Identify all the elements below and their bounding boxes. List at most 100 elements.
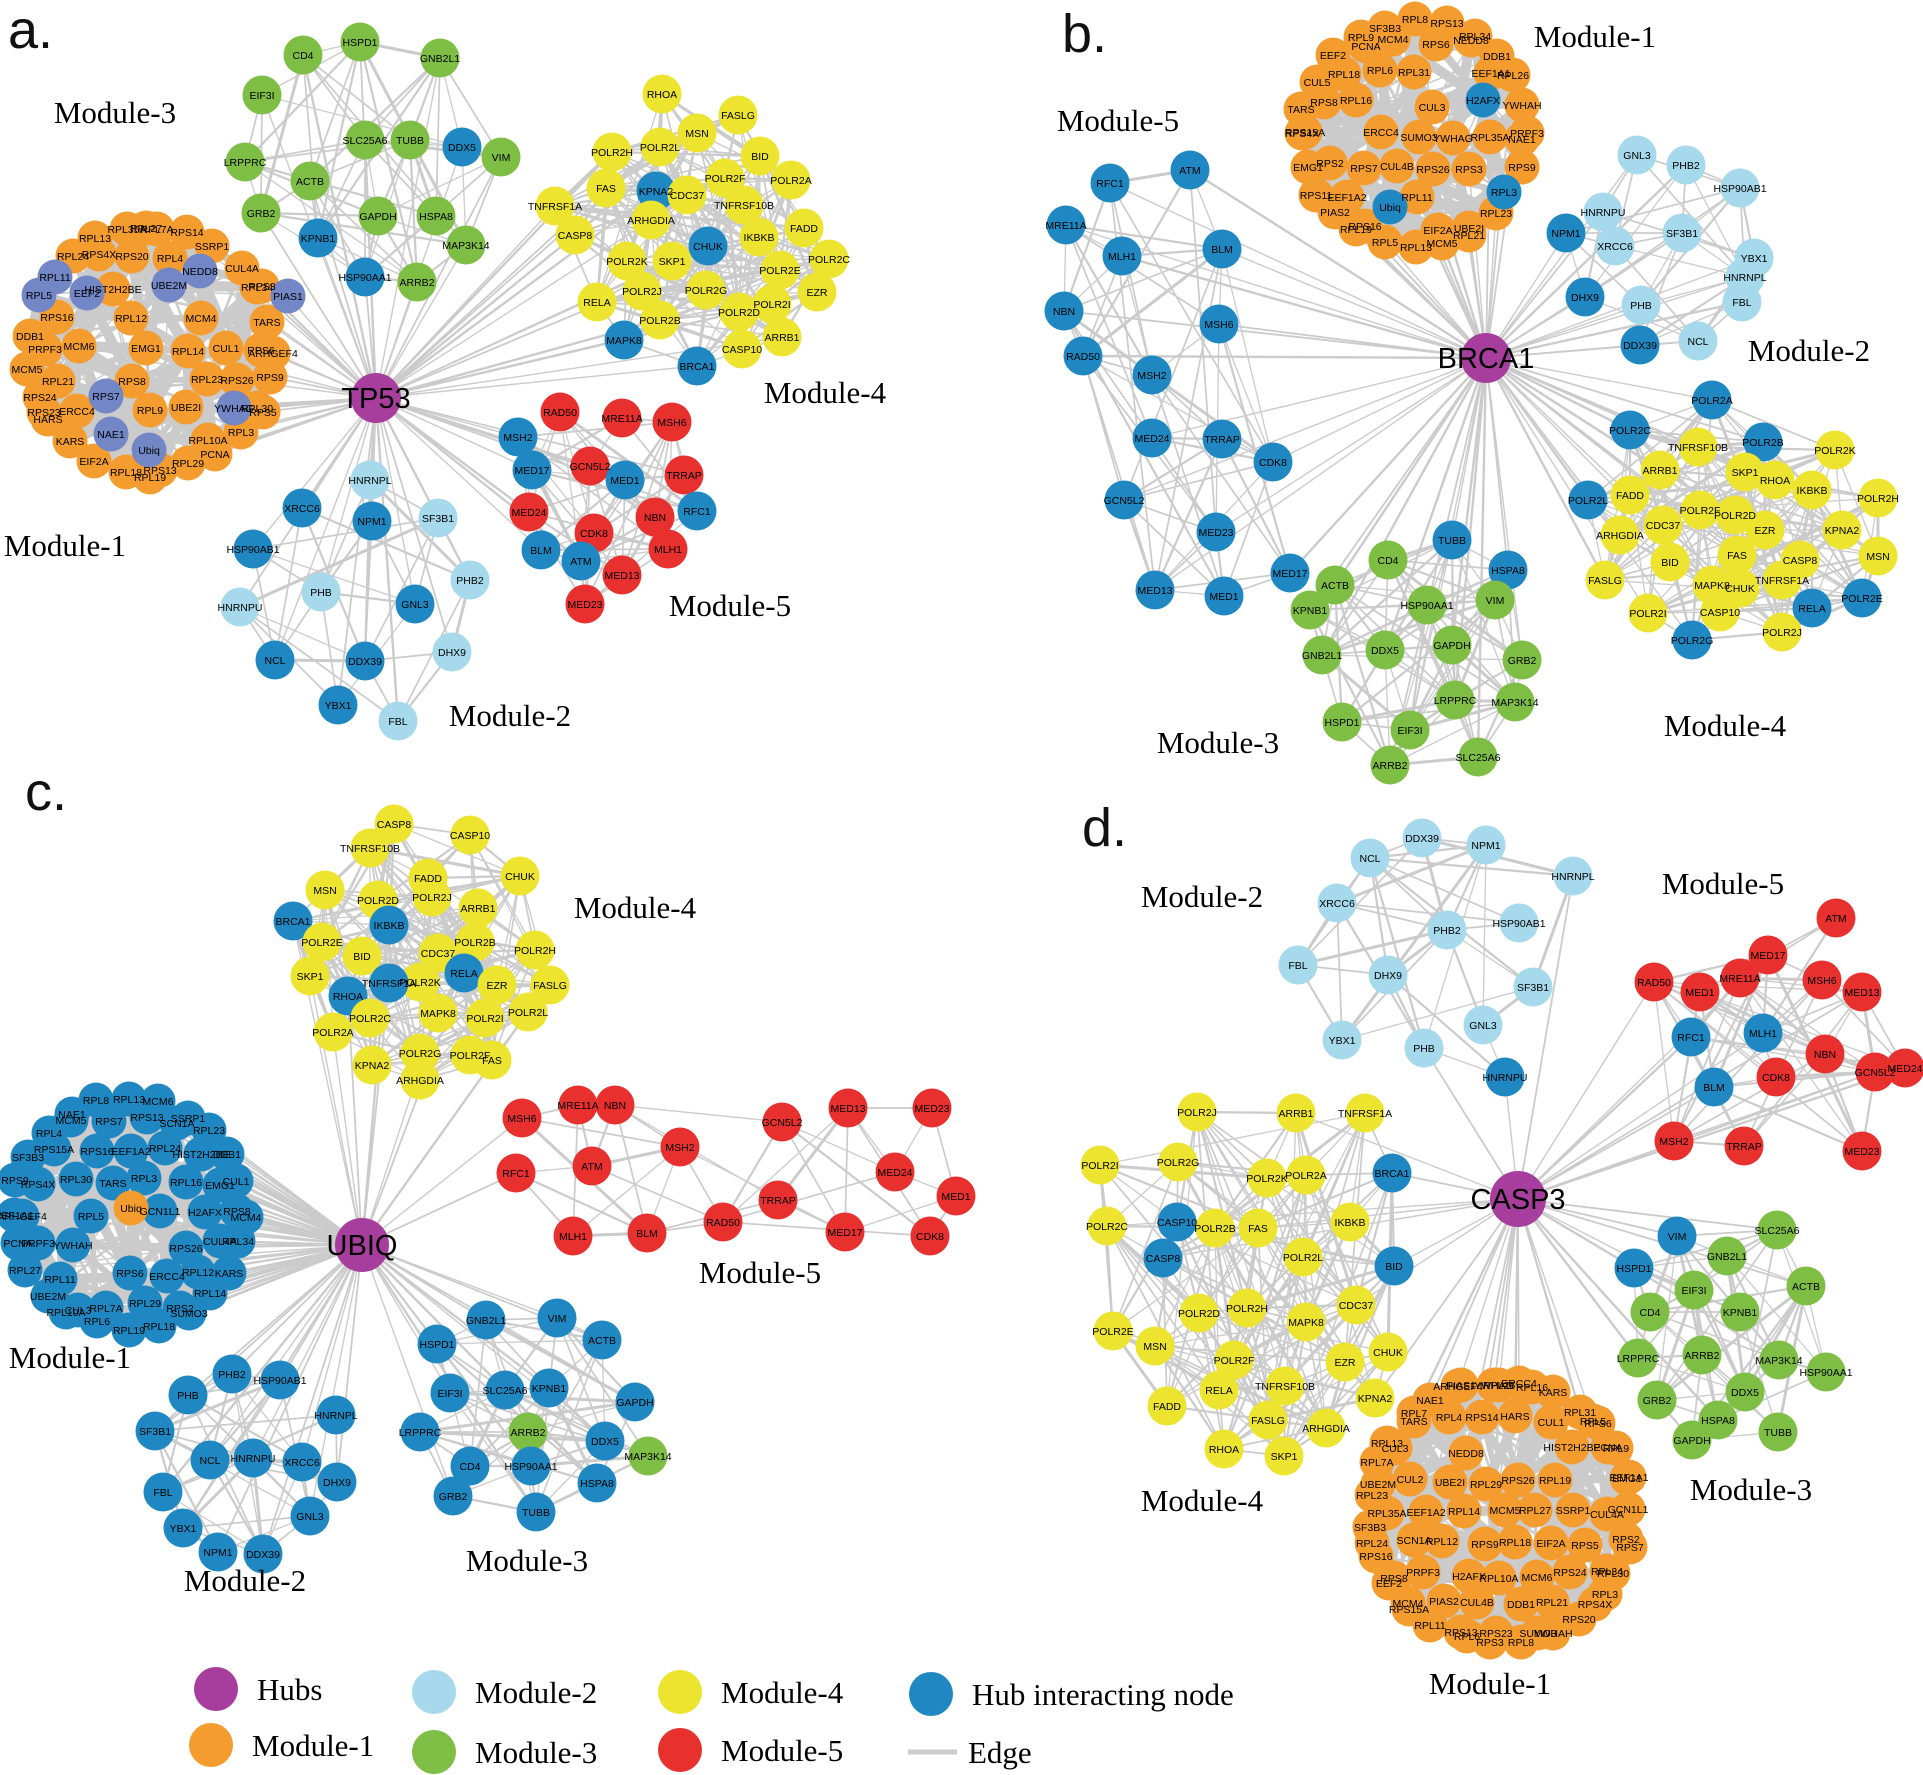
svg-text:RPL8: RPL8 <box>1508 1637 1534 1649</box>
svg-text:Module-1: Module-1 <box>9 1340 131 1375</box>
svg-text:TARS: TARS <box>1287 104 1314 116</box>
svg-text:BRCA1: BRCA1 <box>679 361 714 373</box>
svg-text:HNRNPU: HNRNPU <box>1581 207 1626 219</box>
svg-text:RPS8: RPS8 <box>223 1206 251 1218</box>
svg-text:FASLG: FASLG <box>721 110 755 122</box>
svg-text:RPS24: RPS24 <box>1553 1567 1586 1579</box>
svg-text:DDB1: DDB1 <box>213 1149 241 1161</box>
svg-text:MSN: MSN <box>685 128 708 140</box>
svg-text:YBX1: YBX1 <box>325 700 352 712</box>
svg-text:MCM5: MCM5 <box>1490 1505 1521 1517</box>
svg-text:RPL3: RPL3 <box>1491 187 1517 199</box>
svg-text:TARS: TARS <box>253 317 280 329</box>
svg-text:YWHAG: YWHAG <box>1433 133 1473 145</box>
svg-text:POLR2K: POLR2K <box>399 977 440 989</box>
svg-text:RPL5: RPL5 <box>1372 237 1398 249</box>
svg-text:H2AFX: H2AFX <box>1452 1571 1486 1583</box>
svg-text:MAPK8: MAPK8 <box>1288 1317 1324 1329</box>
svg-text:HARS: HARS <box>1500 1411 1529 1423</box>
svg-text:RPS8: RPS8 <box>118 376 146 388</box>
svg-text:UBE2M: UBE2M <box>1360 1479 1396 1491</box>
svg-text:NPM1: NPM1 <box>203 1547 232 1559</box>
svg-text:Module-4: Module-4 <box>764 375 887 410</box>
svg-text:POLR2K: POLR2K <box>1246 1173 1287 1185</box>
svg-text:LRPPRC: LRPPRC <box>224 157 267 169</box>
svg-text:MED23: MED23 <box>567 599 602 611</box>
svg-text:ATM: ATM <box>581 1161 602 1173</box>
svg-text:EZR: EZR <box>807 287 828 299</box>
svg-text:YWHAG: YWHAG <box>214 403 254 415</box>
svg-text:RPS9: RPS9 <box>1 1175 29 1187</box>
svg-text:HNRNPL: HNRNPL <box>314 1410 357 1422</box>
svg-text:KARS: KARS <box>1539 1387 1568 1399</box>
svg-text:HNRNPL: HNRNPL <box>1551 871 1594 883</box>
svg-text:MED13: MED13 <box>1137 585 1172 597</box>
svg-text:TUBB: TUBB <box>1764 1427 1792 1439</box>
svg-text:PCNA: PCNA <box>1593 1442 1622 1454</box>
svg-text:ATM: ATM <box>1825 913 1846 925</box>
svg-text:GCN5L2: GCN5L2 <box>570 461 611 473</box>
svg-text:RPL35A: RPL35A <box>1470 132 1509 144</box>
svg-text:CUL3: CUL3 <box>65 1305 92 1317</box>
svg-text:RPL16: RPL16 <box>1340 95 1372 107</box>
svg-text:POLR2L: POLR2L <box>508 1007 548 1019</box>
svg-text:RPS26: RPS26 <box>169 1243 202 1255</box>
svg-text:DDX5: DDX5 <box>1731 1387 1759 1399</box>
svg-text:EZR: EZR <box>1755 525 1776 537</box>
svg-text:RPL9: RPL9 <box>1348 32 1374 44</box>
svg-text:RPS16: RPS16 <box>40 312 73 324</box>
svg-text:RPL7A: RPL7A <box>89 1303 122 1315</box>
svg-text:MED24: MED24 <box>877 1167 912 1179</box>
svg-text:TNFRSF10B: TNFRSF10B <box>714 200 774 212</box>
svg-text:Module-5: Module-5 <box>699 1255 821 1290</box>
svg-text:TRRAP: TRRAP <box>760 1195 796 1207</box>
svg-text:RPS3: RPS3 <box>248 281 276 293</box>
svg-text:PHB: PHB <box>1413 1043 1435 1055</box>
svg-text:BLM: BLM <box>1703 1082 1725 1094</box>
svg-text:MED23: MED23 <box>914 1103 949 1115</box>
svg-text:EIF3I: EIF3I <box>1681 1285 1706 1297</box>
svg-text:EEF1A2: EEF1A2 <box>1406 1507 1445 1519</box>
svg-text:RPL4: RPL4 <box>36 1128 62 1140</box>
svg-text:MCM6: MCM6 <box>64 341 95 353</box>
svg-text:RPL8: RPL8 <box>83 1095 109 1107</box>
svg-text:CUL2: CUL2 <box>1397 1474 1424 1486</box>
svg-text:POLR2G: POLR2G <box>399 1048 442 1060</box>
svg-text:RPS9: RPS9 <box>1471 1539 1499 1551</box>
svg-text:RPS4X: RPS4X <box>21 1179 55 1191</box>
svg-text:RPS16: RPS16 <box>1359 1551 1392 1563</box>
svg-text:RPS11: RPS11 <box>1300 190 1333 202</box>
svg-text:RPL34: RPL34 <box>1591 1566 1623 1578</box>
svg-text:UBIQ: UBIQ <box>327 1230 398 1262</box>
svg-text:TNFRSF10B: TNFRSF10B <box>340 843 400 855</box>
svg-text:Module-5: Module-5 <box>1057 103 1179 138</box>
svg-text:RPS7: RPS7 <box>95 1116 123 1128</box>
svg-text:Module-4: Module-4 <box>1664 708 1787 743</box>
svg-text:POLR2A: POLR2A <box>770 175 811 187</box>
svg-text:GNB2L1: GNB2L1 <box>420 53 460 65</box>
svg-text:RPL19: RPL19 <box>134 472 166 484</box>
svg-text:MSN: MSN <box>1866 551 1889 563</box>
svg-text:PHB: PHB <box>310 587 332 599</box>
svg-text:Module-1: Module-1 <box>1429 1666 1551 1701</box>
svg-text:SLC25A6: SLC25A6 <box>1456 752 1501 764</box>
svg-text:RAD50: RAD50 <box>543 407 577 419</box>
svg-text:POLR2C: POLR2C <box>808 254 850 266</box>
svg-text:SF3B1: SF3B1 <box>139 1426 171 1438</box>
svg-text:VIM: VIM <box>548 1313 567 1325</box>
svg-text:RPL21: RPL21 <box>1536 1597 1568 1609</box>
svg-text:POLR2J: POLR2J <box>412 892 452 904</box>
svg-text:BID: BID <box>1661 557 1679 569</box>
svg-text:RPS4X: RPS4X <box>82 249 116 261</box>
svg-text:SF3B3: SF3B3 <box>12 1152 44 1164</box>
svg-text:RPL21: RPL21 <box>1453 230 1485 242</box>
svg-text:XRCC6: XRCC6 <box>284 1457 320 1469</box>
svg-text:ARRB2: ARRB2 <box>510 1427 545 1439</box>
svg-text:RPL35A: RPL35A <box>107 224 146 236</box>
svg-text:ARHGEF4: ARHGEF4 <box>1433 1381 1483 1393</box>
svg-text:CD4: CD4 <box>1377 555 1398 567</box>
svg-text:CASP3: CASP3 <box>1470 1184 1565 1216</box>
svg-text:Hubs: Hubs <box>257 1672 322 1707</box>
svg-text:RPS26: RPS26 <box>1416 164 1449 176</box>
svg-text:Module-2: Module-2 <box>1748 333 1870 368</box>
